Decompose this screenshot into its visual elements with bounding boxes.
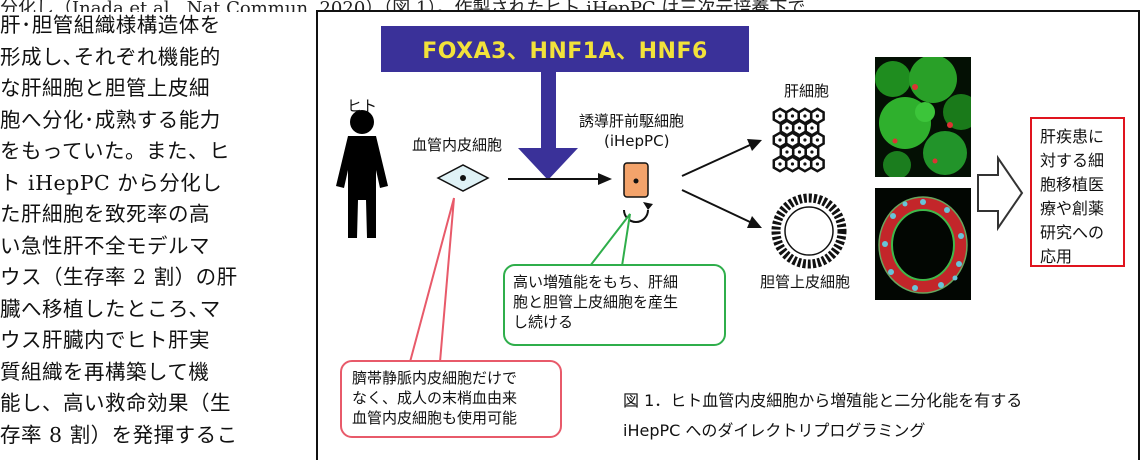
- body-line: 臓へ移植したところ､マ: [0, 296, 221, 321]
- application-line: 肝疾患に: [1040, 127, 1105, 146]
- body-line: をもっていた。また、ヒ: [0, 139, 230, 163]
- ihepc-label-abbrev: (iHepPC): [604, 132, 670, 150]
- right-open-arrow: [977, 154, 1024, 232]
- hepatocyte-nucleus: [803, 138, 807, 142]
- hepatocyte-nucleus: [803, 114, 807, 118]
- callout-line: 血管内皮細胞も使用可能: [352, 409, 518, 427]
- application-line: 研究への: [1040, 223, 1105, 242]
- application-line: 対する細: [1040, 151, 1105, 170]
- hepatocyte-nucleus: [815, 162, 820, 166]
- hepatocyte-label: 肝細胞: [784, 82, 830, 100]
- hepatocyte-nucleus: [785, 126, 789, 130]
- body-text: 肝･胆管組織様構造体を 形成し､それぞれ機能的 な肝細胞と胆管上皮細 胞へ分化･…: [0, 10, 300, 451]
- ihepc-cell-icon: [623, 162, 653, 223]
- cholangiocyte-micrograph: [875, 188, 971, 300]
- caption-line: iHepPC へのダイレクトリプログラミング: [623, 421, 926, 440]
- body-line: 胞へ分化･成熟する能力: [0, 107, 221, 132]
- body-line: 存率 8 割）を発揮するこ: [0, 422, 238, 447]
- body-line: ウス肝臓内でヒト肝実: [0, 328, 210, 352]
- red-callout-tail: [408, 197, 455, 363]
- figure-caption: 図 1．ヒト血管内皮細胞から増殖能と二分化能を有する iHepPC へのダイレク…: [623, 386, 1022, 446]
- cholangiocyte-icon: [771, 193, 847, 269]
- application-box: 肝疾患に 対する細 胞移植医 療や創薬 研究への 応用: [1030, 117, 1125, 267]
- body-line: 能し、高い救命効果（生: [0, 391, 231, 415]
- arrow-to-ihepc: [508, 173, 612, 185]
- human-icon: [336, 110, 388, 238]
- body-line: な肝細胞と胆管上皮細: [0, 76, 210, 100]
- proliferation-callout: 高い増殖能をもち、肝細 胞と胆管上皮細胞を産生 し続ける: [503, 264, 726, 346]
- body-line: 肝･胆管組織様構造体を: [0, 13, 221, 37]
- endothelial-cell-label: 血管内皮細胞: [412, 136, 503, 154]
- hepatocyte-nucleus: [815, 114, 820, 118]
- body-line: 質組織を再構築して機: [0, 359, 210, 384]
- hepatocyte-nucleus: [785, 150, 789, 154]
- hepatocyte-nucleus: [810, 150, 814, 154]
- ihepc-label: 誘導肝前駆細胞: [579, 112, 685, 130]
- transcription-factors-box: FOXA3、HNF1A、HNF6: [381, 26, 749, 72]
- body-line: 形成し､それぞれ機能的: [0, 44, 221, 69]
- hepatocyte-nucleus: [810, 126, 814, 130]
- hepatocyte-icon: [772, 107, 825, 173]
- human-label: ヒト: [347, 97, 378, 115]
- hepatocyte-nucleus: [778, 138, 782, 142]
- hepatocyte-nucleus: [803, 162, 807, 166]
- figure-frame: [316, 10, 1140, 460]
- callout-line: し続ける: [513, 313, 574, 331]
- callout-line: 胞と胆管上皮細胞を産生: [513, 293, 679, 311]
- body-line: た肝細胞を致死率の高: [0, 202, 210, 226]
- arrow-to-hepatocyte: [681, 139, 762, 177]
- body-line: ウス（生存率 2 割）の肝: [0, 265, 238, 289]
- hepatocyte-nucleus: [797, 150, 802, 154]
- body-line: い急性肝不全モデルマ: [0, 233, 210, 258]
- callout-line: なく、成人の末梢血由来: [352, 389, 518, 407]
- application-line: 胞移植医: [1040, 175, 1105, 194]
- hepatocyte-nucleus: [790, 162, 795, 166]
- hepatocyte-nucleus: [778, 162, 782, 166]
- callout-line: 高い増殖能をもち、肝細: [513, 273, 679, 291]
- diagram-graphics: [336, 72, 1024, 363]
- hepatocyte-nucleus: [778, 114, 782, 118]
- hepatocyte-nucleus: [790, 138, 795, 142]
- green-callout-tail: [587, 213, 631, 267]
- arrow-to-cholangiocyte: [681, 189, 762, 228]
- callout-line: 臍帯静脈内皮細胞だけで: [352, 369, 518, 387]
- hepatocyte-micrograph: [875, 57, 971, 177]
- hepatocyte-nucleus: [790, 114, 795, 118]
- application-line: 応用: [1040, 247, 1073, 266]
- body-line: ト iHepPC から分化し: [0, 170, 223, 195]
- hepatocyte-nucleus: [815, 138, 820, 142]
- application-line: 療や創薬: [1040, 199, 1105, 218]
- endothelial-cell-icon: [436, 164, 490, 192]
- caption-line: 図 1．ヒト血管内皮細胞から増殖能と二分化能を有する: [623, 391, 1023, 410]
- source-cells-callout: 臍帯静脈内皮細胞だけで なく、成人の末梢血由来 血管内皮細胞も使用可能: [340, 360, 562, 438]
- header-text-line: 分化し（Inada et al., Nat Commun, 2020）（図 1）…: [0, 0, 806, 12]
- big-down-arrow: [518, 72, 578, 180]
- hepatocyte-nucleus: [797, 126, 802, 130]
- hepatocyte-hexagon: [809, 155, 825, 173]
- cholangiocyte-label: 胆管上皮細胞: [760, 273, 851, 291]
